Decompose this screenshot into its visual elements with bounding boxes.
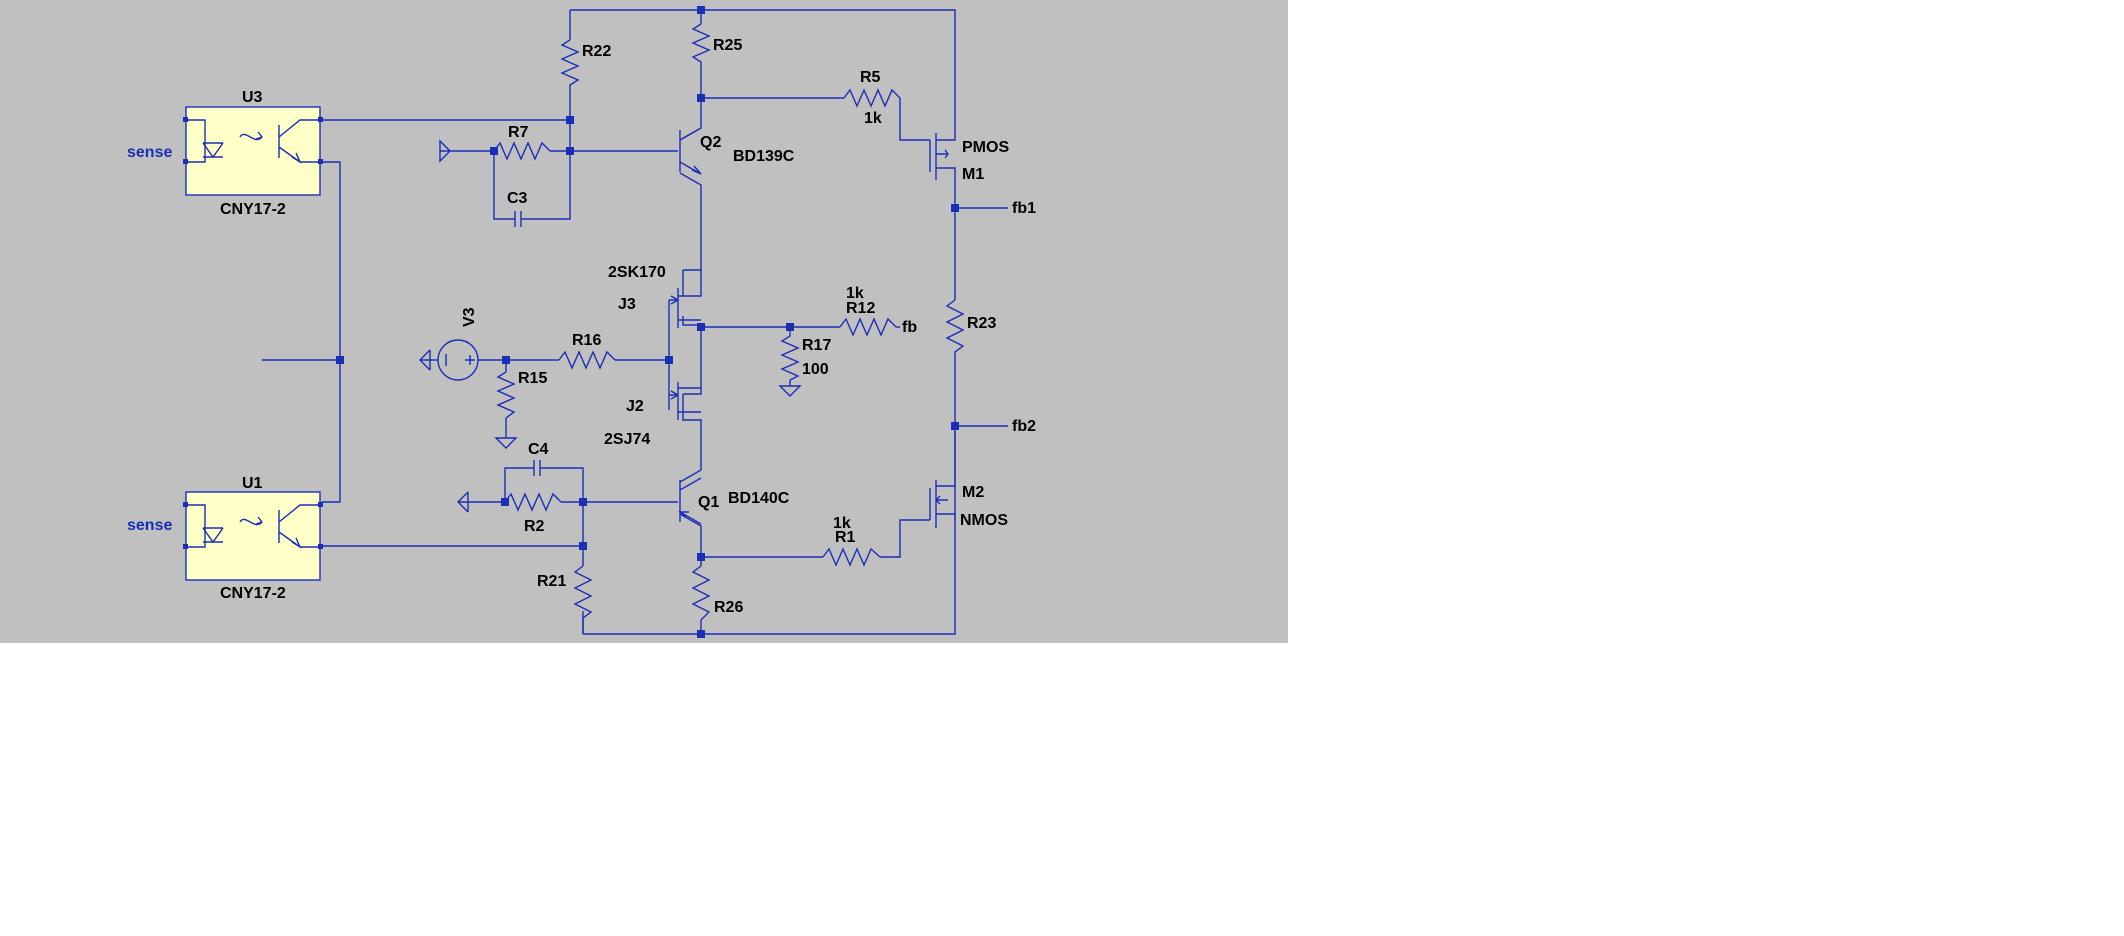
net-fb2-label: fb2 — [1012, 418, 1036, 435]
transistor-m2 — [929, 475, 956, 528]
resistor-r12 — [839, 317, 897, 337]
r5-value: 1k — [864, 110, 882, 127]
j3-part-label: 2SK170 — [608, 264, 666, 281]
resistor-r21 — [573, 565, 593, 634]
capacitor-c3 — [509, 211, 527, 227]
u3-sense-label: sense — [127, 144, 172, 161]
resistor-r22 — [560, 39, 580, 92]
resistor-r25 — [691, 23, 711, 70]
r17-label: R17 — [802, 337, 831, 354]
ground-r2 — [457, 491, 469, 513]
resistor-r17 — [780, 335, 800, 381]
r12-label: R12 — [846, 300, 875, 317]
q1-part-label: BD140C — [728, 490, 790, 507]
q1-ref-label: Q1 — [698, 494, 719, 511]
resistor-r7 — [493, 141, 551, 161]
r22-label: R22 — [582, 43, 611, 60]
ground-v3 — [419, 349, 431, 371]
transistor-m1 — [929, 128, 956, 188]
transistor-q1 — [660, 477, 702, 525]
optocoupler-u1 — [183, 491, 323, 581]
v3-ref-label: V3 — [461, 307, 478, 327]
r25-label: R25 — [713, 37, 742, 54]
j3-ref-label: J3 — [618, 296, 636, 313]
resistor-r1 — [822, 547, 881, 567]
junctions — [336, 6, 959, 638]
transistor-j2 — [669, 382, 701, 420]
m1-ref-label: M1 — [962, 166, 984, 183]
r26-label: R26 — [714, 599, 743, 616]
r5-label: R5 — [860, 69, 881, 86]
m1-part-label: PMOS — [962, 139, 1009, 156]
r12-value: 1k — [846, 285, 864, 302]
j2-part-label: 2SJ74 — [604, 431, 650, 448]
r2-label: R2 — [524, 518, 545, 535]
u1-sense-label: sense — [127, 517, 172, 534]
m2-part-label: NMOS — [960, 512, 1008, 529]
r21-label: R21 — [537, 573, 566, 590]
transistor-j3 — [669, 270, 702, 328]
u3-ref-label: U3 — [242, 89, 263, 106]
u1-ref-label: U1 — [242, 475, 263, 492]
voltage-source-v3 — [437, 339, 479, 381]
m2-ref-label: M2 — [962, 484, 984, 501]
resistor-r15 — [496, 371, 516, 419]
u3-part-label: CNY17-2 — [220, 201, 286, 218]
r16-label: R16 — [572, 332, 601, 349]
optocoupler-u3 — [183, 106, 323, 196]
resistor-r5 — [843, 88, 901, 108]
j2-ref-label: J2 — [626, 398, 644, 415]
r17-value: 100 — [802, 361, 829, 378]
q2-part-label: BD139C — [733, 148, 795, 165]
r1-label: R1 — [835, 529, 856, 546]
r15-label: R15 — [518, 370, 547, 387]
resistor-r16 — [558, 350, 616, 370]
capacitor-c4 — [528, 460, 546, 476]
u1-part-label: CNY17-2 — [220, 585, 286, 602]
resistor-r26 — [691, 565, 711, 621]
resistor-r23 — [945, 299, 965, 360]
r7-label: R7 — [508, 124, 529, 141]
resistor-r2 — [504, 492, 562, 512]
transistor-q2 — [650, 127, 702, 175]
r1-value: 1k — [833, 515, 851, 532]
r23-label: R23 — [967, 315, 996, 332]
ground-r15 — [494, 437, 518, 449]
q2-ref-label: Q2 — [700, 134, 721, 151]
c4-label: C4 — [528, 441, 549, 458]
net-fb1-label: fb1 — [1012, 200, 1036, 217]
ground-r7 — [439, 139, 460, 163]
ground-r17 — [778, 385, 802, 397]
net-fb-label: fb — [902, 319, 917, 336]
c3-label: C3 — [507, 190, 528, 207]
